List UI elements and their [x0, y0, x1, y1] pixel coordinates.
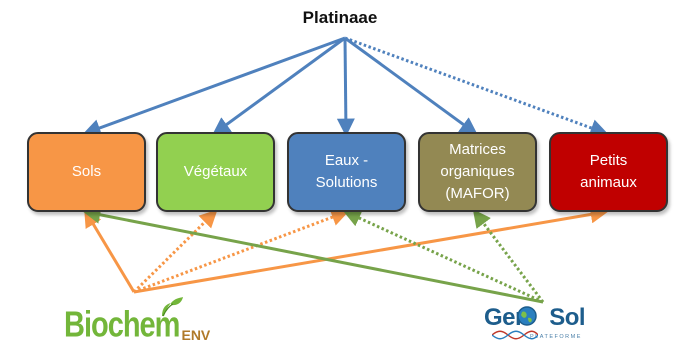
box-petits-animaux: Petits animaux — [549, 132, 668, 212]
arrow-platinaae-to-eaux — [336, 37, 355, 137]
biochemenv-logo: Biochem ENV — [64, 300, 210, 344]
biochemenv-logo-suffix: ENV — [181, 327, 211, 343]
diagram-title: Platinaae — [302, 8, 378, 27]
arrow-platinaae-to-petits — [344, 36, 609, 137]
biochemenv-logo-main: Biochem — [64, 305, 180, 346]
globe-icon — [517, 306, 537, 326]
sprout-icon — [162, 297, 183, 317]
arrow-genosol-to-matrices — [472, 209, 545, 303]
arrow-genosol-to-sols — [82, 205, 544, 304]
arrow-genosol-to-eaux — [342, 209, 544, 304]
box-matrices-organiques: Matrices organiques (MAFOR) — [418, 132, 537, 212]
arrow-biochemenv-to-vegetaux — [132, 209, 218, 294]
arrow-platinaae-to-matrices — [344, 36, 478, 136]
arrow-platinaae-to-vegetaux — [212, 36, 346, 136]
box-eaux-solutions: Eaux - Solutions — [287, 132, 406, 212]
arrow-biochemenv-to-sols — [84, 208, 136, 293]
box-sols: Sols — [27, 132, 146, 212]
genosol-logo-subtitle: PLATEFORME — [530, 334, 582, 340]
dna-icon — [492, 330, 538, 340]
arrow-platinaae-to-sols — [82, 36, 346, 137]
arrow-biochemenv-to-eaux — [133, 208, 350, 294]
arrow-biochemenv-to-petits — [133, 205, 609, 294]
box-vegetaux: Végétaux — [156, 132, 275, 212]
